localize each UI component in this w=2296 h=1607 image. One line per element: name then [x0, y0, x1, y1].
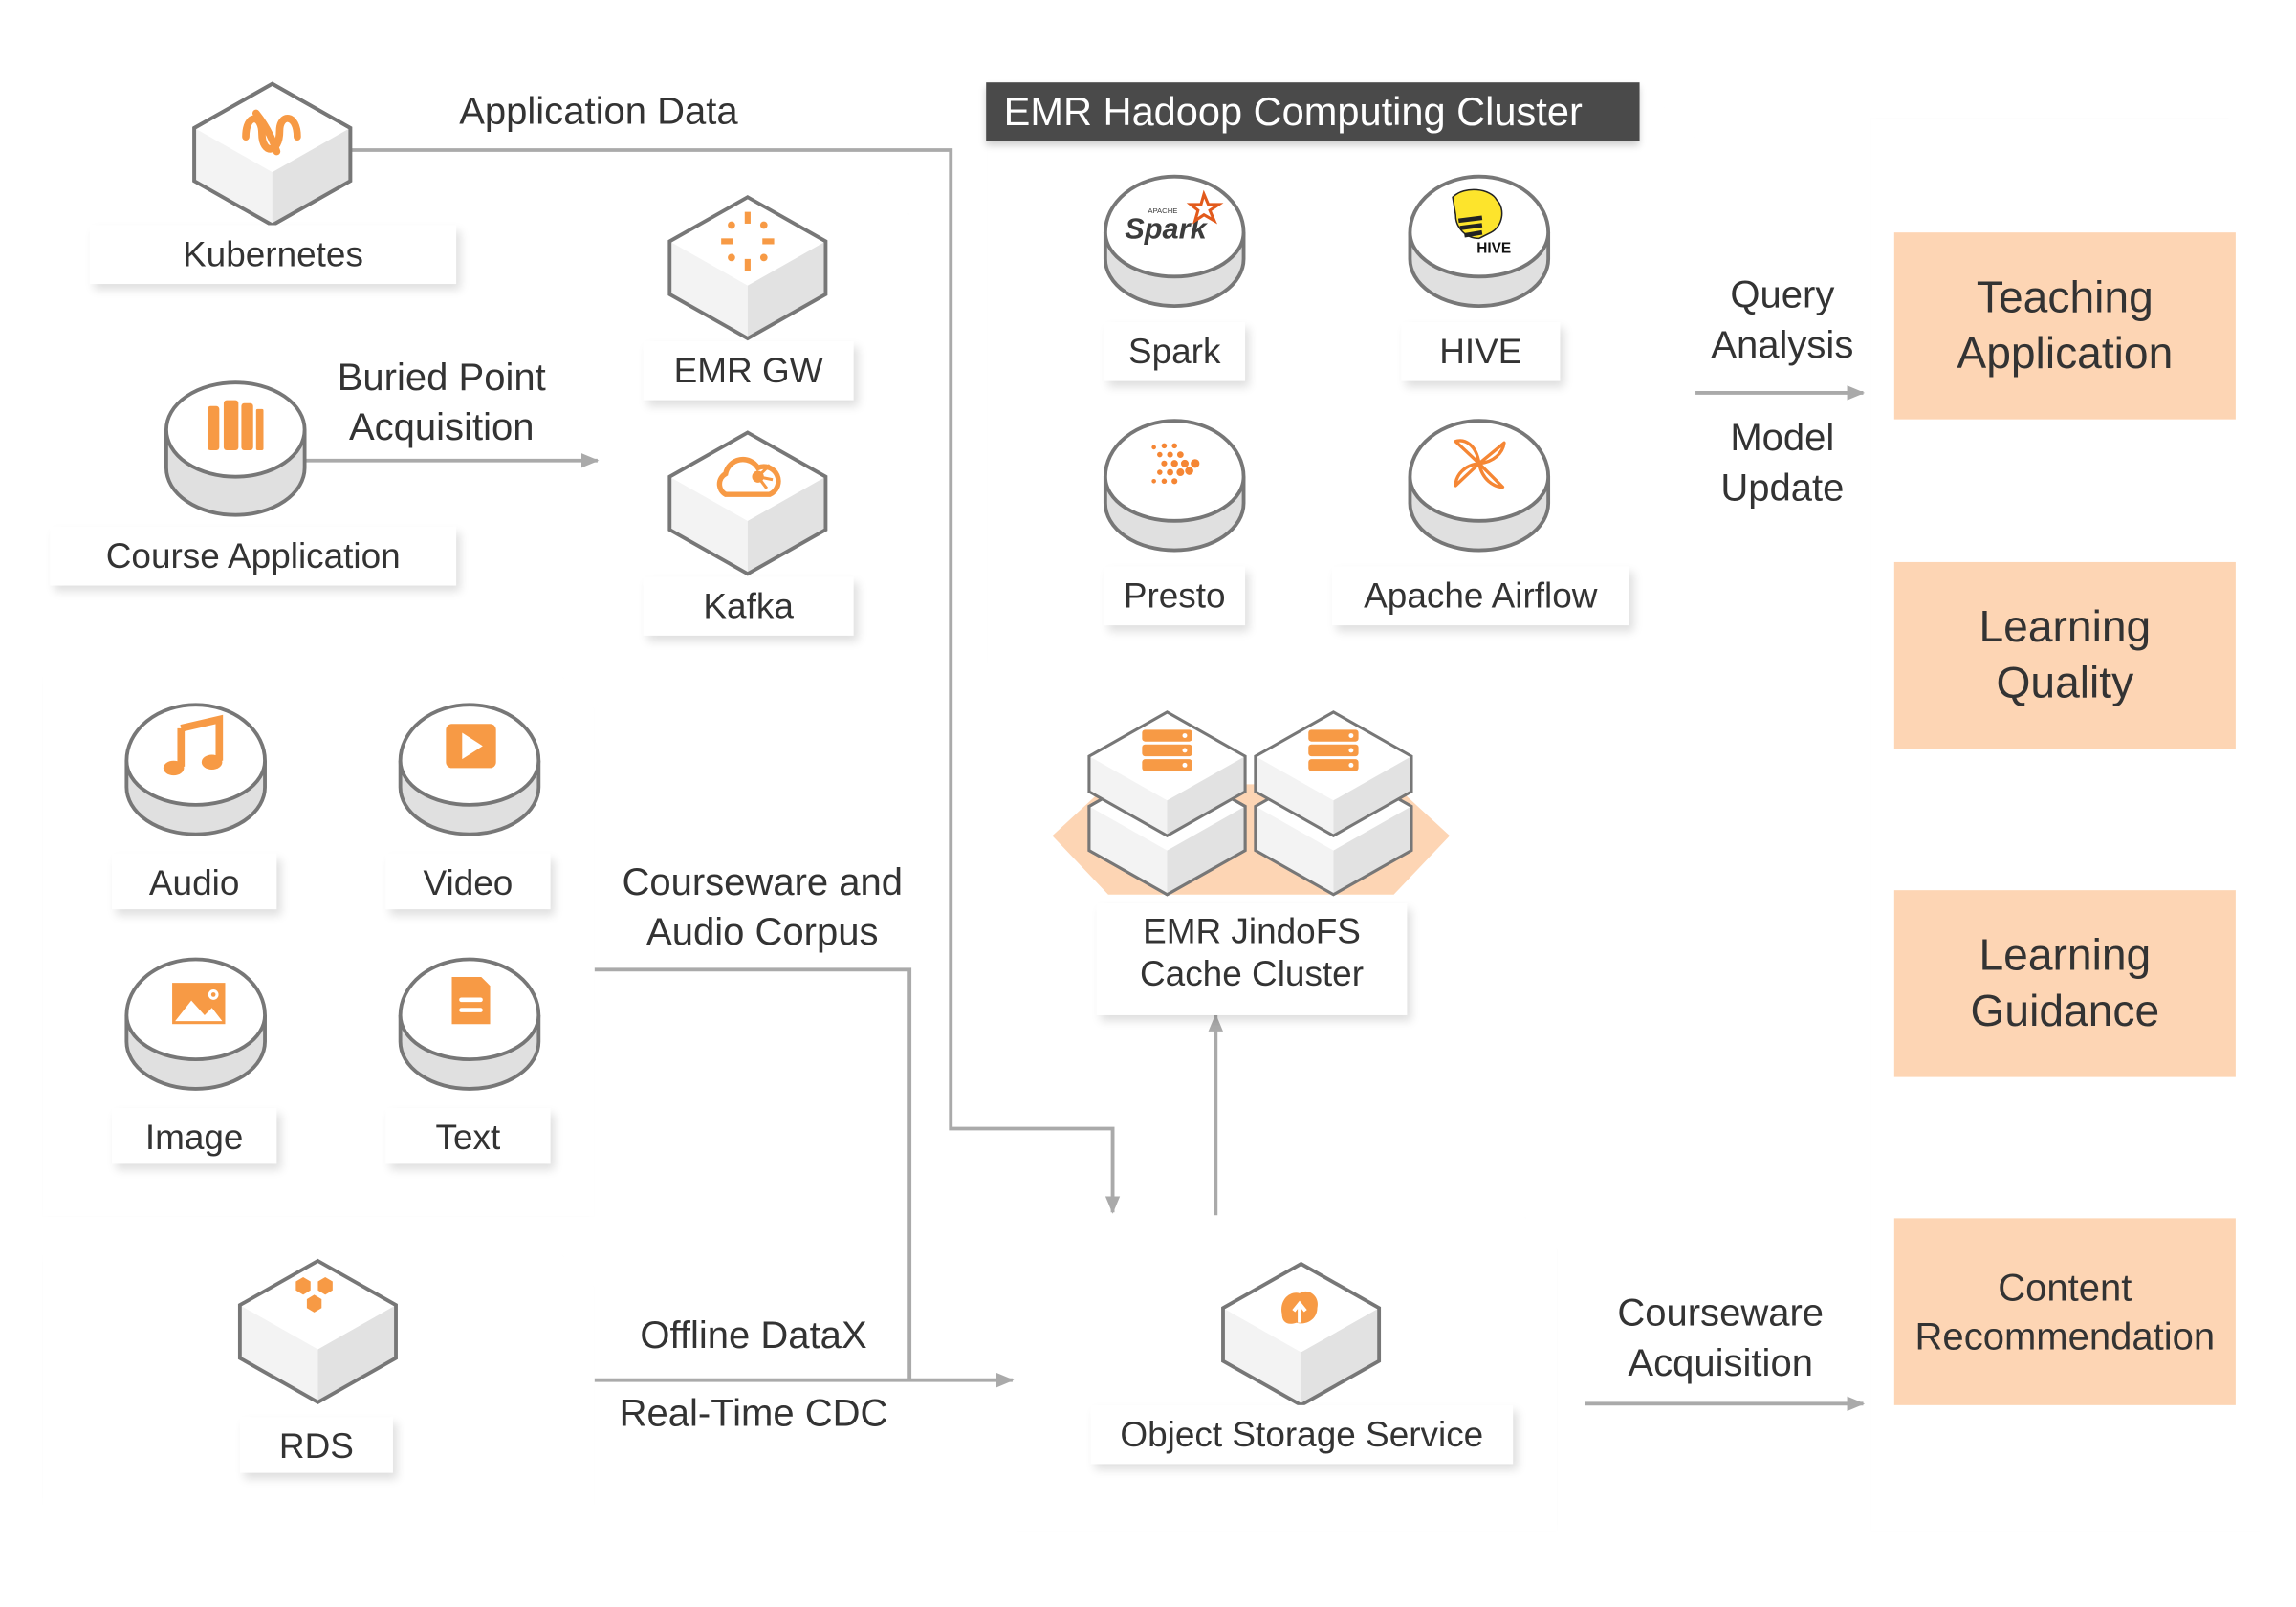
hive-label: HIVE: [1401, 322, 1561, 381]
kafka-label: Kafka: [643, 576, 854, 636]
application-data-line: [350, 148, 1121, 1214]
music-note-icon: [124, 703, 267, 836]
offline-datax-label: Offline DataX: [640, 1312, 867, 1357]
emr-gw-label: EMR GW: [643, 341, 854, 401]
jindofs-label-line2: Cache Cluster: [1139, 954, 1365, 995]
output-line1: Learning: [1979, 603, 2152, 652]
airflow-label: Apache Airflow: [1331, 566, 1629, 626]
output-line1: Learning: [1979, 931, 2152, 981]
output-teaching-application: Teaching Application: [1893, 232, 2236, 420]
svg-text:APACHE: APACHE: [1148, 206, 1177, 215]
query-label-2: Analysis: [1711, 322, 1854, 367]
courseware-corpus-label-1: Courseware and: [622, 858, 904, 904]
books-icon: [164, 380, 307, 517]
courseware-acquisition-label-1: Courseware: [1617, 1290, 1825, 1335]
hive-logo-icon: HIVE: [1408, 174, 1551, 309]
airflow-pinwheel-icon: [1408, 419, 1551, 553]
jindofs-label: EMR JindoFS Cache Cluster: [1096, 903, 1408, 1015]
courseware-corpus-line: [594, 967, 912, 1380]
document-icon: [398, 957, 541, 1091]
play-icon: [398, 703, 541, 836]
spark-label: Spark: [1104, 322, 1246, 381]
output-learning-guidance: Learning Guidance: [1893, 890, 2236, 1077]
oss-upload-icon: [1221, 1261, 1382, 1408]
audio-label: Audio: [111, 853, 277, 910]
output-line1: Teaching: [1976, 273, 2154, 323]
video-label: Video: [385, 853, 551, 910]
model-label-1: Model: [1730, 415, 1835, 460]
presto-logo-icon: [1103, 419, 1246, 553]
kubernetes-label: Kubernetes: [89, 225, 457, 285]
output-line2: Application: [1957, 328, 2174, 378]
buried-point-label-1: Buried Point: [337, 354, 546, 400]
model-label-2: Update: [1720, 465, 1845, 510]
application-data-label: Application Data: [459, 88, 738, 133]
courseware-corpus-label-2: Audio Corpus: [646, 909, 879, 954]
query-label-1: Query: [1730, 271, 1835, 316]
output-line2: Quality: [1996, 658, 2134, 707]
rds-hexagons-icon: [237, 1258, 398, 1404]
cluster-title: EMR Hadoop Computing Cluster: [986, 82, 1640, 141]
realtime-cdc-label: Real-Time CDC: [619, 1390, 888, 1435]
svg-text:HIVE: HIVE: [1476, 241, 1511, 257]
spark-logo-icon: Spark APACHE: [1103, 174, 1246, 309]
image-icon: [124, 957, 267, 1091]
jindofs-label-line1: EMR JindoFS: [1143, 912, 1361, 952]
output-content-recommendation: Content Recommendation: [1893, 1218, 2236, 1405]
course-application-label: Course Application: [50, 526, 457, 586]
oss-label: Object Storage Service: [1090, 1404, 1514, 1465]
buried-point-label-2: Acquisition: [348, 404, 535, 449]
output-line2: Recommendation: [1914, 1313, 2216, 1357]
output-line2: Guidance: [1970, 986, 2160, 1035]
courseware-acquisition-label-2: Acquisition: [1628, 1340, 1813, 1385]
svg-text:Spark: Spark: [1125, 211, 1208, 245]
output-line1: Content: [1998, 1265, 2132, 1310]
rds-label: RDS: [239, 1417, 393, 1473]
text-label: Text: [385, 1107, 551, 1164]
presto-label: Presto: [1104, 566, 1246, 626]
cloud-network-icon: [667, 430, 828, 576]
image-label: Image: [111, 1107, 277, 1164]
output-learning-quality: Learning Quality: [1893, 561, 2236, 749]
kubernetes-icon: [192, 81, 353, 228]
server-stack-icon: [1052, 710, 1451, 897]
gateway-icon: [667, 195, 828, 341]
